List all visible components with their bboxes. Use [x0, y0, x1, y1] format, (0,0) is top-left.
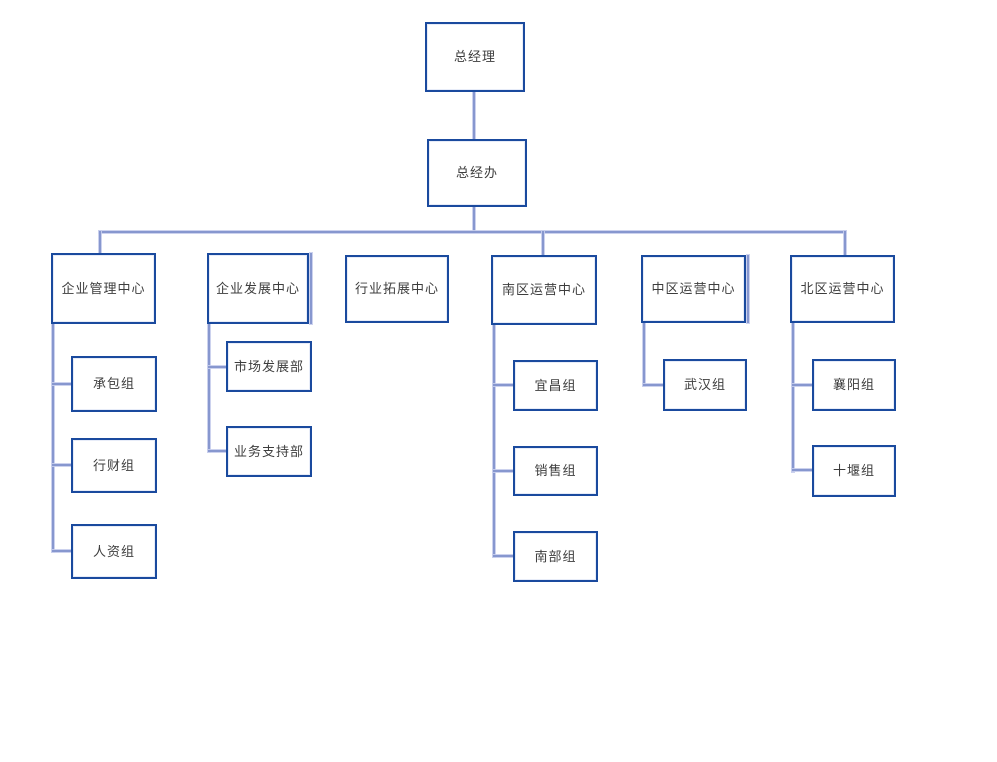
org-node-industry-expansion-center[interactable]: 行业拓展中心 [345, 255, 449, 323]
org-node-label-market-dev-dept: 市场发展部 [233, 358, 304, 374]
connector-branch4-elbow1 [493, 384, 513, 386]
connector-office-to-trunk [473, 207, 475, 231]
connector-branch4-elbow2 [493, 470, 513, 472]
org-node-business-support-dept[interactable]: 业务支持部 [226, 426, 312, 477]
org-node-market-dev-dept[interactable]: 市场发展部 [226, 341, 312, 392]
org-node-south-group[interactable]: 南部组 [513, 531, 598, 582]
org-node-label-admin-finance-group: 行财组 [92, 457, 135, 473]
org-node-general-manager[interactable]: 总经理 [425, 22, 525, 92]
org-node-label-shiyan-group: 十堰组 [832, 463, 875, 479]
org-node-label-contracting-group: 承包组 [92, 376, 135, 392]
connector-drop-mgmt-center [99, 231, 101, 253]
org-node-sales-group[interactable]: 销售组 [513, 446, 598, 496]
org-node-label-gm-office: 总经办 [455, 165, 498, 181]
connector-branch6-elbow1 [792, 384, 812, 386]
org-node-label-enterprise-mgmt-center: 企业管理中心 [61, 280, 146, 296]
org-node-north-ops-center[interactable]: 北区运营中心 [790, 255, 895, 323]
connector-branch2-elbow2 [208, 450, 226, 452]
org-node-yichang-group[interactable]: 宜昌组 [513, 360, 598, 411]
connector-trunk [99, 231, 846, 233]
connector-branch2-vertical [208, 324, 210, 452]
connector-branch4-elbow3 [493, 555, 513, 557]
org-node-admin-finance-group[interactable]: 行财组 [71, 438, 157, 493]
org-node-central-ops-center[interactable]: 中区运营中心 [641, 255, 746, 323]
connector-side-dev-center [310, 253, 312, 324]
org-node-wuhan-group[interactable]: 武汉组 [663, 359, 747, 411]
connector-branch4-vertical [493, 325, 495, 557]
connector-branch2-elbow1 [208, 366, 226, 368]
org-node-label-wuhan-group: 武汉组 [683, 377, 726, 393]
connector-branch1-elbow3 [52, 550, 71, 552]
org-node-south-ops-center[interactable]: 南区运营中心 [491, 255, 597, 325]
org-node-label-business-support-dept: 业务支持部 [233, 443, 304, 459]
org-node-hr-group[interactable]: 人资组 [71, 524, 157, 579]
connector-branch1-vertical [52, 324, 54, 552]
org-node-label-general-manager: 总经理 [453, 49, 496, 65]
connector-branch1-elbow2 [52, 464, 71, 466]
org-node-xiangyang-group[interactable]: 襄阳组 [812, 359, 896, 411]
org-node-label-south-ops-center: 南区运营中心 [501, 282, 586, 298]
org-node-enterprise-dev-center[interactable]: 企业发展中心 [207, 253, 309, 324]
org-node-label-hr-group: 人资组 [92, 543, 135, 559]
org-node-label-yichang-group: 宜昌组 [534, 377, 577, 393]
org-node-label-sales-group: 销售组 [534, 463, 577, 479]
org-node-enterprise-mgmt-center[interactable]: 企业管理中心 [51, 253, 156, 324]
org-node-label-south-group: 南部组 [534, 548, 577, 564]
connector-gm-to-office [473, 92, 475, 139]
org-node-label-xiangyang-group: 襄阳组 [832, 377, 875, 393]
org-node-label-enterprise-dev-center: 企业发展中心 [215, 280, 300, 296]
org-node-gm-office[interactable]: 总经办 [427, 139, 527, 207]
org-node-label-industry-expansion-center: 行业拓展中心 [354, 281, 439, 297]
connector-side-central-center [747, 255, 749, 323]
org-node-contracting-group[interactable]: 承包组 [71, 356, 157, 412]
connector-branch6-elbow2 [792, 469, 812, 471]
org-node-label-central-ops-center: 中区运营中心 [651, 281, 736, 297]
connector-drop-south-center [542, 231, 544, 255]
connector-branch5-elbow1 [643, 384, 663, 386]
connector-branch5-vertical [643, 323, 645, 386]
org-node-shiyan-group[interactable]: 十堰组 [812, 445, 896, 497]
connector-drop-north-center [844, 231, 846, 255]
connector-branch1-elbow1 [52, 383, 71, 385]
org-node-label-north-ops-center: 北区运营中心 [800, 281, 885, 297]
connector-branch6-vertical [792, 323, 794, 472]
